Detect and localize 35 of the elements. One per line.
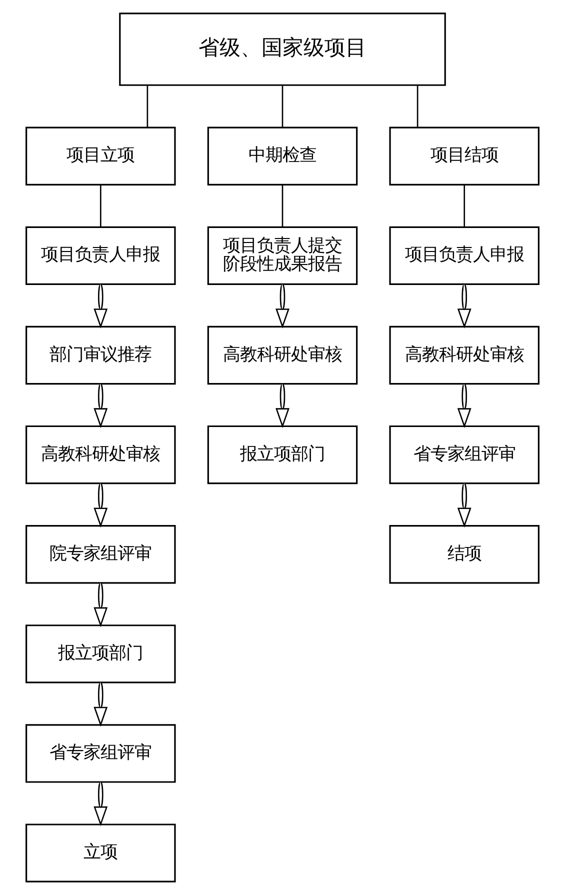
connector bbox=[416, 85, 418, 128]
node-box: 高教科研处审核 bbox=[206, 326, 358, 385]
node-box: 省专家组评审 bbox=[25, 724, 176, 783]
arrow bbox=[93, 284, 108, 329]
connector bbox=[281, 85, 283, 128]
node-box: 省专家组评审 bbox=[388, 425, 539, 484]
arrow bbox=[275, 384, 289, 428]
node-box: 项目立项 bbox=[25, 126, 176, 186]
node-box: 报立项部门 bbox=[25, 624, 176, 684]
arrow bbox=[93, 782, 108, 826]
connector bbox=[281, 184, 283, 227]
arrow bbox=[93, 483, 108, 528]
node-box: 项目负责人申报 bbox=[25, 226, 176, 286]
node-box: 高教科研处审核 bbox=[25, 425, 176, 484]
arrow bbox=[93, 582, 108, 628]
node-box: 立项 bbox=[25, 824, 176, 882]
node-box: 省级、国家级项目 bbox=[118, 12, 446, 86]
node-box: 高教科研处审核 bbox=[388, 326, 539, 385]
arrow bbox=[456, 483, 471, 528]
node-box: 中期检查 bbox=[206, 126, 358, 186]
arrow bbox=[456, 384, 471, 428]
node-box: 结项 bbox=[388, 525, 539, 584]
connector bbox=[146, 85, 148, 128]
connector bbox=[99, 184, 101, 227]
node-box: 项目结项 bbox=[388, 126, 539, 186]
node-box: 项目负责人申报 bbox=[388, 226, 539, 286]
node-box: 项目负责人提交阶段性成果报告 bbox=[206, 226, 358, 286]
arrow bbox=[93, 682, 108, 727]
arrow bbox=[456, 284, 471, 329]
arrow bbox=[93, 384, 108, 428]
connector bbox=[463, 184, 465, 227]
arrow bbox=[275, 284, 289, 329]
node-box: 院专家组评审 bbox=[25, 525, 176, 584]
node-box: 报立项部门 bbox=[206, 425, 358, 484]
node-box: 部门审议推荐 bbox=[25, 326, 176, 385]
